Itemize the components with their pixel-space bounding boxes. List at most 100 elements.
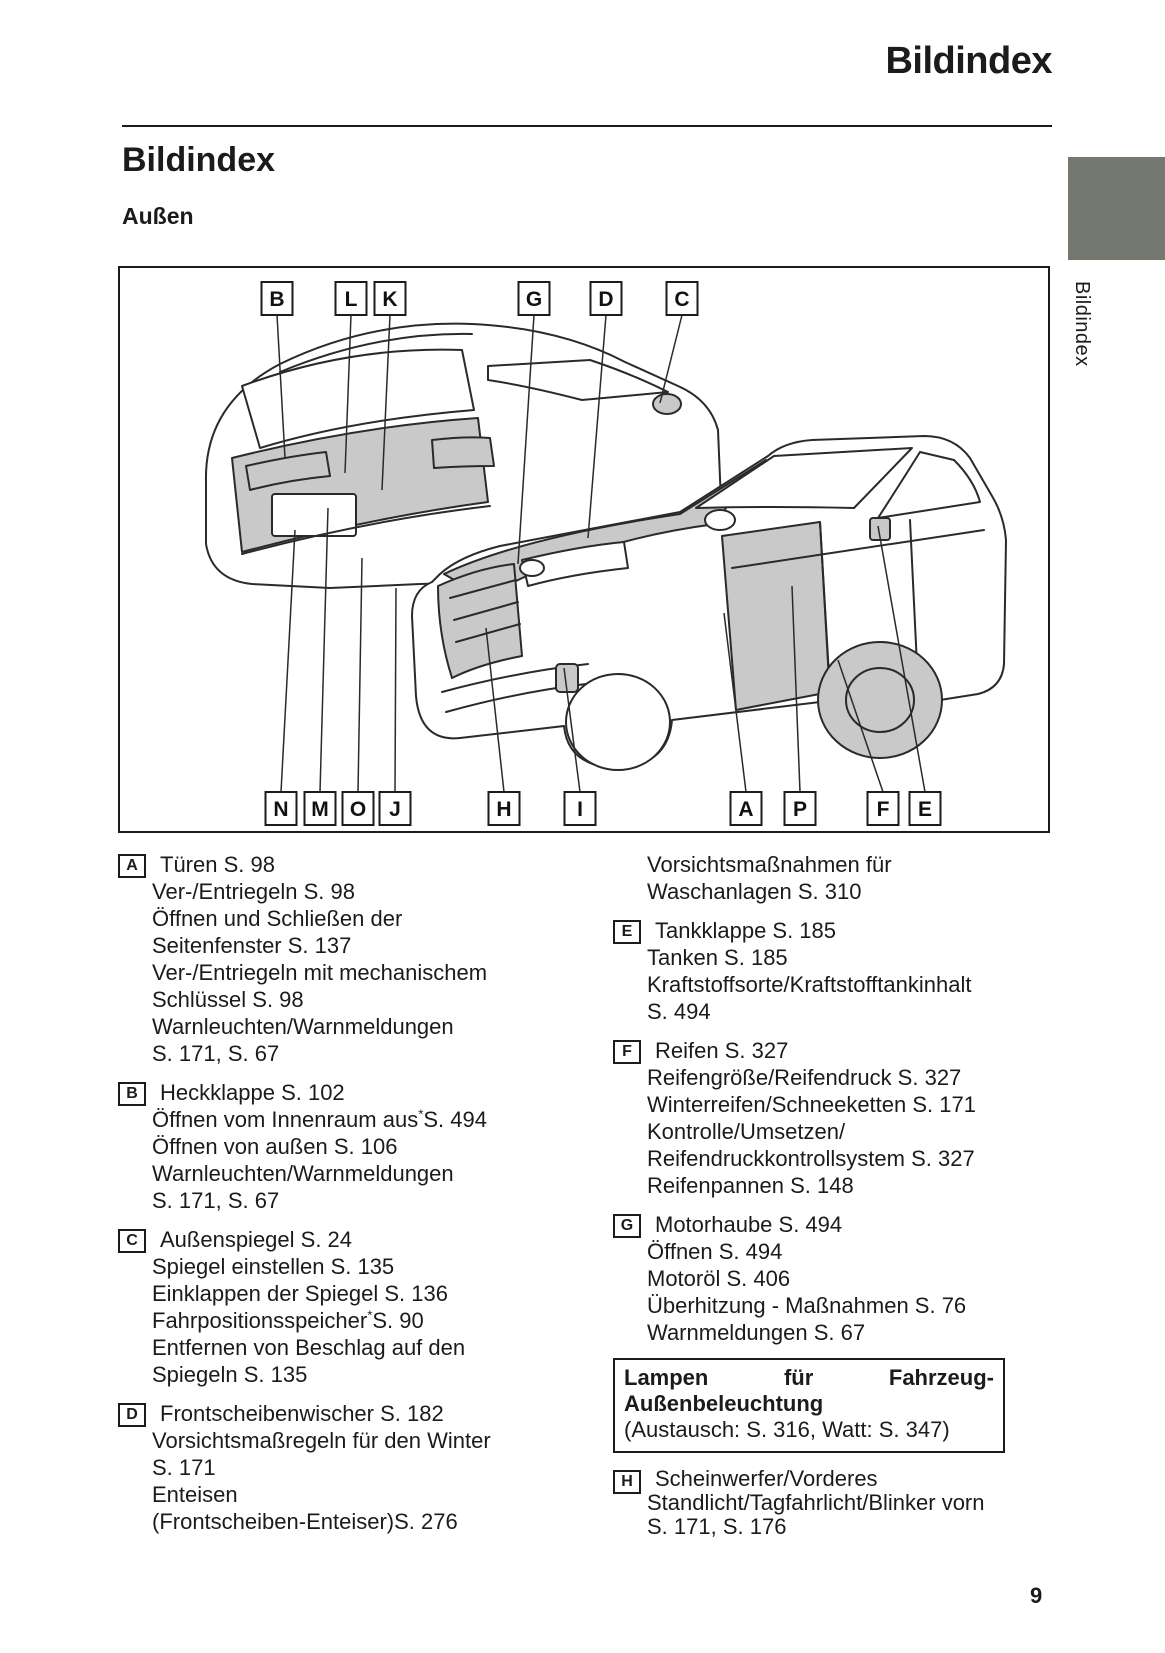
diagram-label-letter: H — [496, 798, 511, 821]
leader-line — [344, 314, 352, 474]
page-title: Bildindex — [122, 141, 276, 179]
leader-line — [563, 667, 581, 793]
item-line: Öffnen und Schließen der — [152, 906, 403, 931]
diagram-label-letter: J — [389, 798, 401, 821]
item-line: Reifendruckkontrollsystem S. 327 — [647, 1146, 975, 1171]
item-line: Waschanlagen S. 310 — [647, 879, 862, 904]
item-line: Enteisen — [152, 1482, 238, 1507]
item-letter-box: E — [613, 920, 641, 944]
item-line: Vorsichtsmaßnahmen für — [647, 852, 892, 877]
diagram-label-box — [341, 791, 375, 826]
item-letter-box: D — [118, 1403, 146, 1427]
diagram-label-box — [487, 791, 521, 826]
chapter-tab-label: Bildindex — [1071, 281, 1093, 367]
diagram-label-box — [373, 281, 407, 316]
item-line: Motoröl S. 406 — [647, 1266, 791, 1291]
item-line: Standlicht/Tagfahrlicht/Blinker vorn — [647, 1490, 985, 1515]
leader-line — [394, 587, 397, 793]
item-line: Öffnen S. 494 — [647, 1239, 783, 1264]
footnote-asterisk: * — [367, 1307, 373, 1323]
leader-line — [319, 507, 329, 793]
item-line: Spiegeln S. 135 — [152, 1362, 308, 1387]
leader-line — [276, 314, 286, 459]
front-vehicle-drawing — [411, 435, 1007, 771]
item-letter-box: C — [118, 1229, 146, 1253]
diagram-label-box — [783, 791, 817, 826]
item-line: Warnleuchten/Warnmeldungen — [152, 1161, 454, 1186]
item-line: Seitenfenster S. 137 — [152, 933, 352, 958]
item-line: Winterreifen/Schneeketten S. 171 — [647, 1092, 976, 1117]
item-line: Fahrpositionsspeicher*S. 90 — [152, 1307, 424, 1333]
leader-lines — [276, 314, 926, 793]
item-line: Warnmeldungen S. 67 — [647, 1320, 866, 1345]
leader-line — [791, 585, 801, 793]
item-line: (Frontscheiben-Enteiser)S. 276 — [152, 1509, 458, 1534]
footnote-asterisk: * — [418, 1106, 424, 1122]
diagram-label-letter: A — [738, 798, 753, 821]
diagram-label-box — [589, 281, 623, 316]
lamp-box-title-word: Lampen — [624, 1365, 709, 1390]
page-number: 9 — [1030, 1583, 1043, 1608]
item-line: S. 171, S. 67 — [152, 1041, 280, 1066]
item-line: Ver-/Entriegeln S. 98 — [152, 879, 356, 904]
item-line: Kontrolle/Umsetzen/ — [647, 1119, 846, 1144]
item-line: Türen S. 98 — [160, 852, 275, 877]
item-line: Öffnen vom Innenraum aus*S. 494 — [152, 1106, 487, 1132]
item-line: Reifengröße/Reifendruck S. 327 — [647, 1065, 962, 1090]
diagram-label-letter: M — [311, 798, 329, 821]
diagram-label-box — [563, 791, 597, 826]
item-line: Entfernen von Beschlag auf den — [152, 1335, 466, 1360]
diagram-label-letter: E — [918, 798, 932, 821]
diagram-label-letter: L — [345, 288, 358, 311]
leader-line — [877, 525, 926, 793]
diagram-label-box — [303, 791, 337, 826]
diagram-label-letter: O — [350, 798, 366, 821]
leader-line — [381, 314, 391, 491]
diagram-label-letter: D — [598, 288, 613, 311]
leader-line — [280, 529, 296, 793]
item-line: Einklappen der Spiegel S. 136 — [152, 1281, 448, 1306]
leader-line — [357, 557, 363, 793]
item-line: Schlüssel S. 98 — [152, 987, 304, 1012]
diagram-label-letter: B — [269, 288, 284, 311]
diagram-label-letter: P — [793, 798, 807, 821]
item-line: Motorhaube S. 494 — [655, 1212, 843, 1237]
diagram-label-box — [517, 281, 551, 316]
item-line: Scheinwerfer/Vorderes — [655, 1466, 878, 1491]
item-line: Spiegel einstellen S. 135 — [152, 1254, 395, 1279]
item-letter-box: B — [118, 1082, 146, 1106]
diagram-label-box — [264, 791, 298, 826]
item-line: Reifenpannen S. 148 — [647, 1173, 854, 1198]
item-line: Tanken S. 185 — [647, 945, 788, 970]
item-letter-box: G — [613, 1214, 641, 1238]
leader-line — [723, 612, 747, 793]
diagram-label-box — [378, 791, 412, 826]
lamp-box-note: (Austausch: S. 316, Watt: S. 347) — [624, 1417, 950, 1442]
diagram-label-letter: F — [877, 798, 890, 821]
leader-line — [659, 314, 683, 404]
leader-line — [485, 627, 505, 793]
lamp-box-title-word: für — [783, 1365, 814, 1390]
item-line: Außenspiegel S. 24 — [160, 1227, 353, 1252]
lamp-box-title-line2: Außenbeleuchtung — [624, 1391, 824, 1416]
section-subheading: Außen — [122, 203, 194, 229]
item-line: S. 171, S. 67 — [152, 1188, 280, 1213]
item-line: S. 171 — [152, 1455, 216, 1480]
diagram-label-box — [260, 281, 294, 316]
item-letter-box: H — [613, 1470, 641, 1494]
